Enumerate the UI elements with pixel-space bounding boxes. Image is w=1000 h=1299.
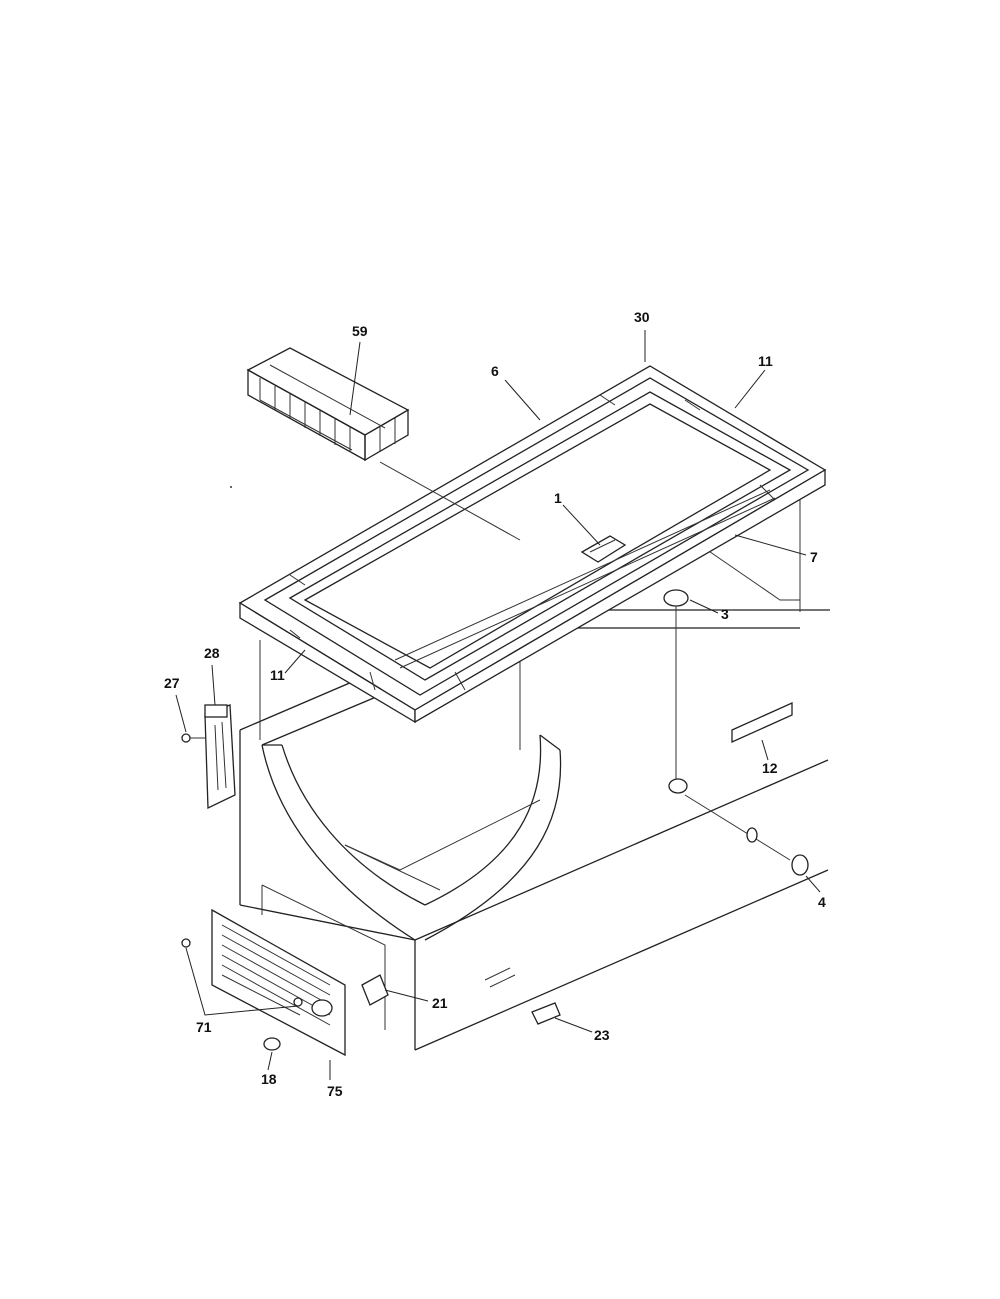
callout-4: 4 bbox=[818, 894, 826, 910]
callout-labels: 59 30 6 11 1 7 3 28 27 11 12 4 21 23 71 … bbox=[164, 309, 826, 1099]
callout-11-top: 11 bbox=[758, 353, 773, 369]
stray-dot bbox=[230, 486, 232, 488]
callout-7: 7 bbox=[810, 549, 818, 565]
callout-59: 59 bbox=[352, 323, 368, 339]
callout-6: 6 bbox=[491, 363, 499, 379]
small-parts bbox=[181, 701, 809, 1051]
callout-27: 27 bbox=[164, 675, 180, 691]
callout-3: 3 bbox=[721, 606, 729, 622]
cabinet-body bbox=[239, 500, 830, 1051]
callout-18: 18 bbox=[261, 1071, 277, 1087]
callout-30: 30 bbox=[634, 309, 650, 325]
grille bbox=[211, 884, 386, 1057]
leader-lines bbox=[175, 330, 821, 1080]
callout-75: 75 bbox=[327, 1083, 343, 1099]
callout-21: 21 bbox=[432, 995, 448, 1011]
callout-1: 1 bbox=[554, 490, 562, 506]
callout-12: 12 bbox=[762, 760, 778, 776]
callout-11-left: 11 bbox=[270, 667, 285, 683]
basket bbox=[246, 347, 521, 541]
callout-71: 71 bbox=[196, 1019, 212, 1035]
callout-28: 28 bbox=[204, 645, 220, 661]
lid-assembly bbox=[238, 365, 827, 780]
hinge bbox=[181, 704, 236, 810]
callout-23: 23 bbox=[594, 1027, 610, 1043]
